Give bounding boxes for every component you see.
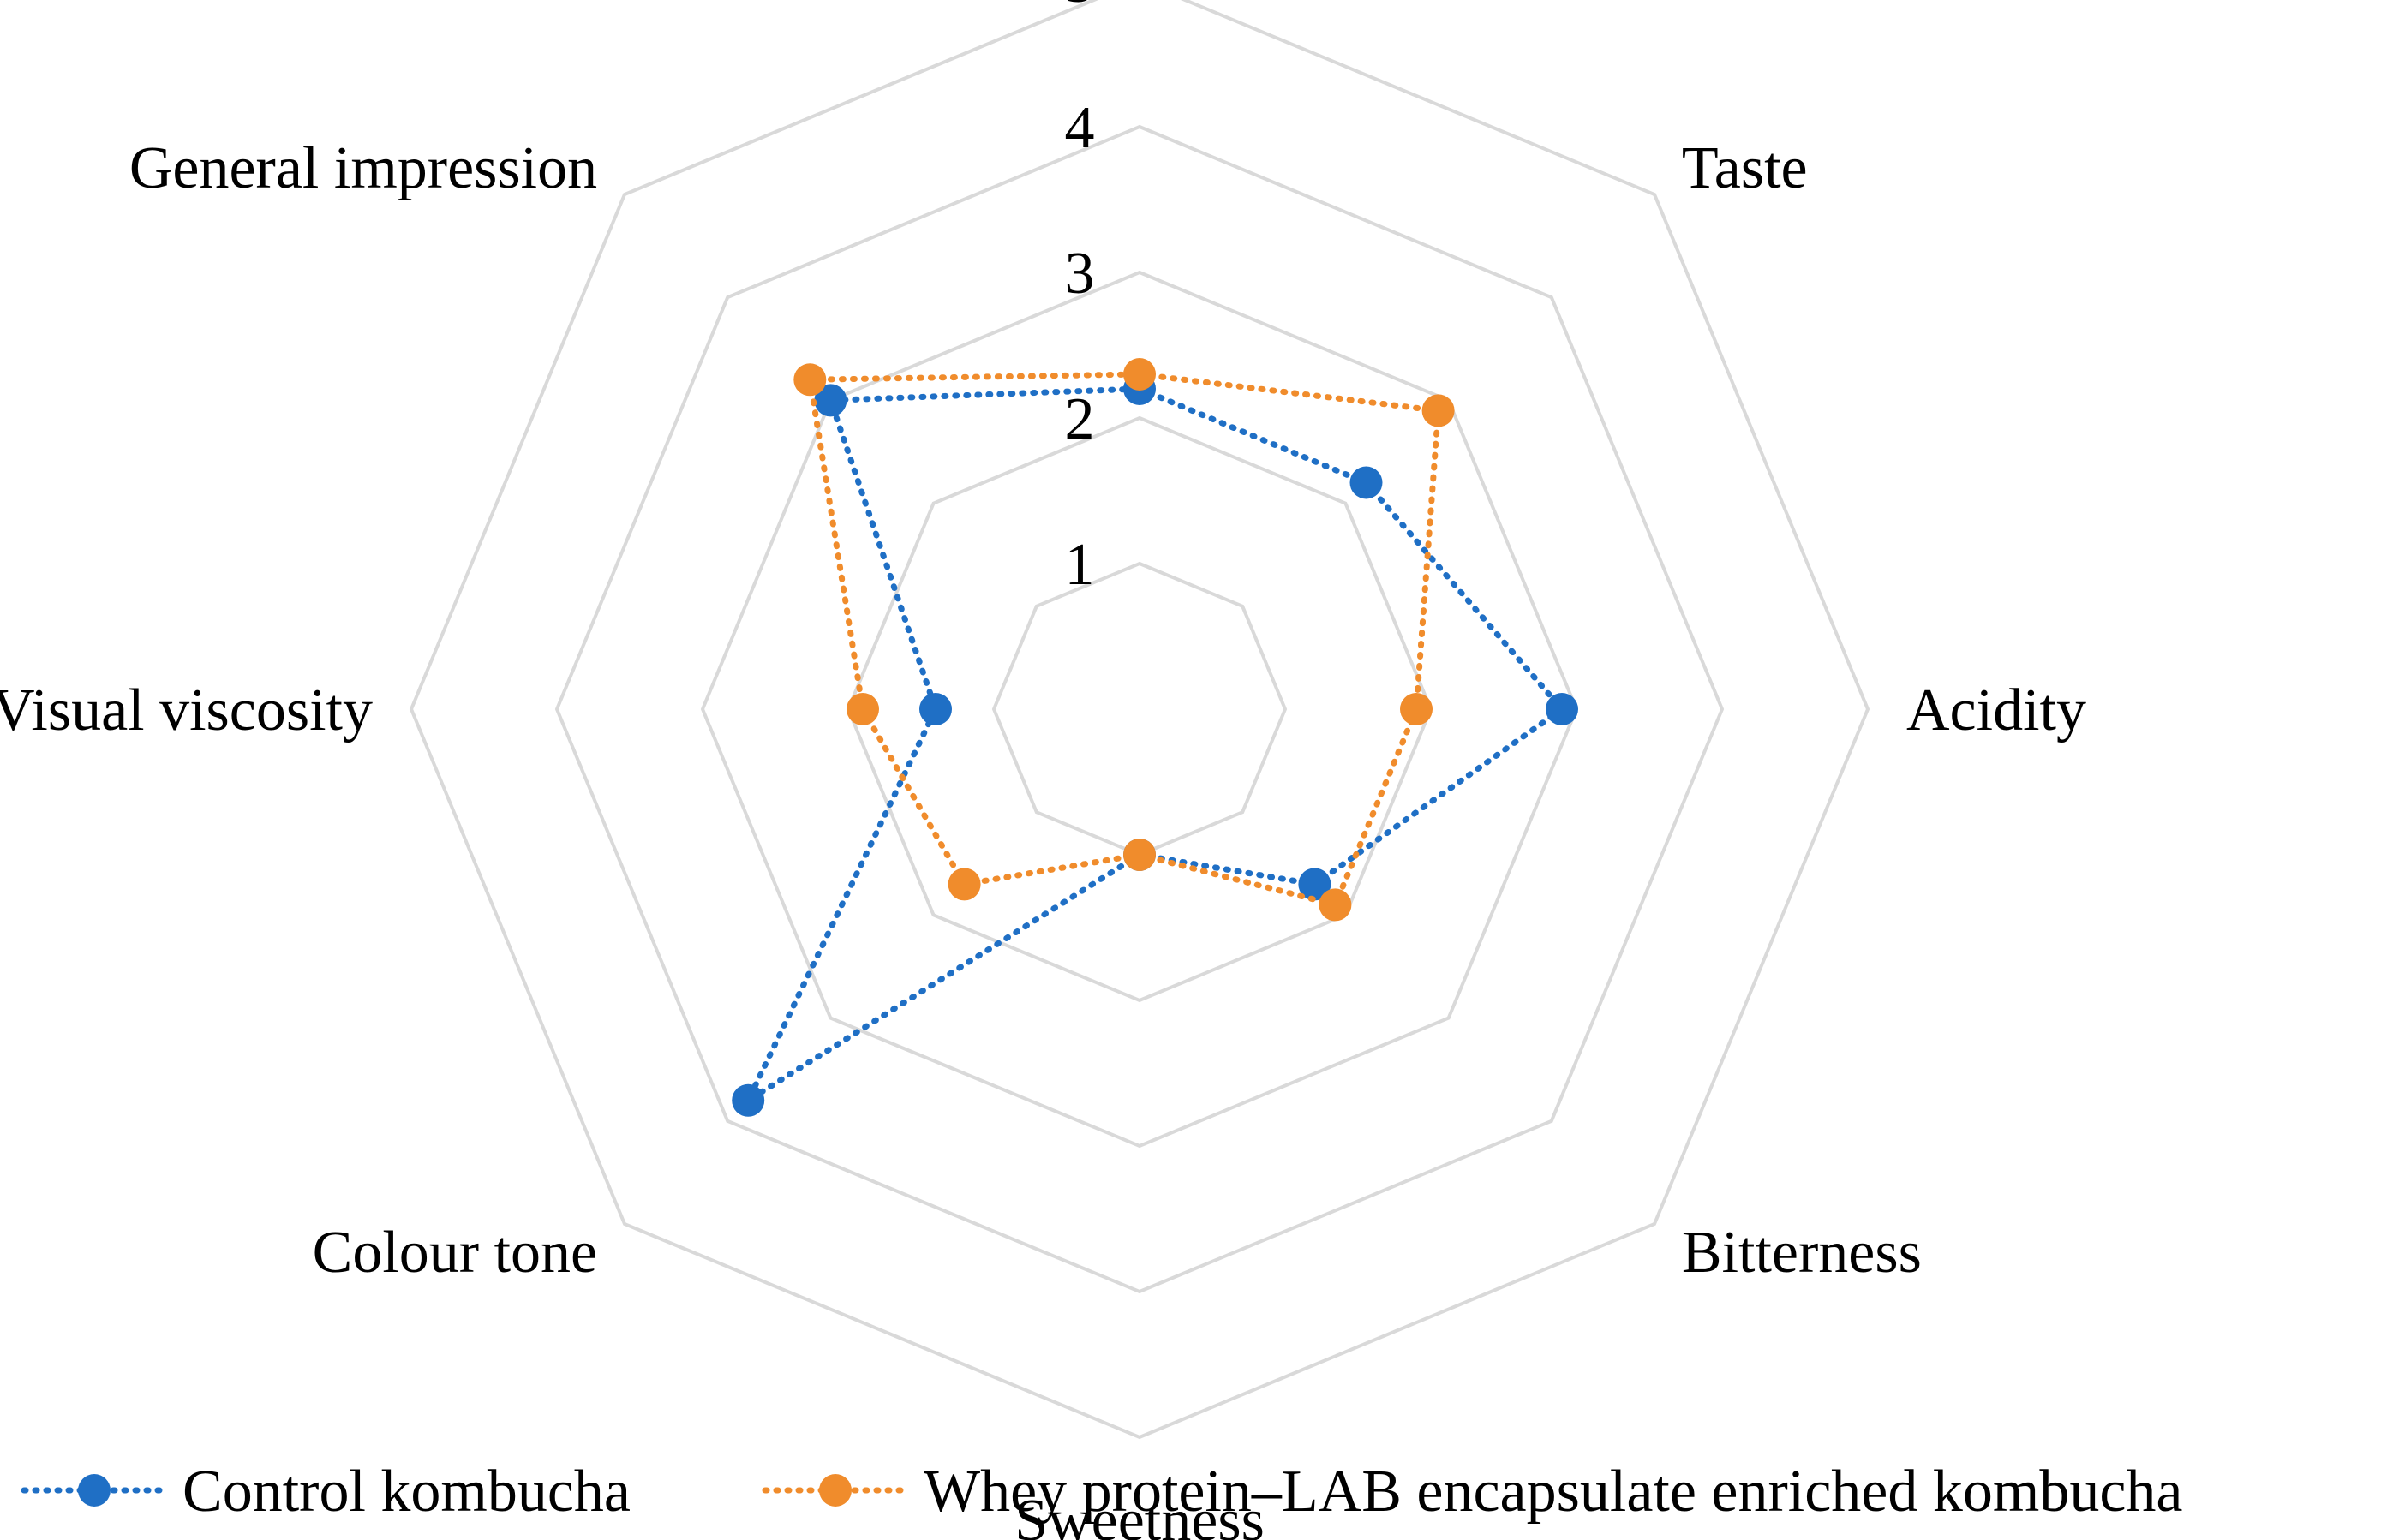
data-point-2-visual-viscosity <box>847 693 879 725</box>
data-point-1-colour-tone <box>732 1083 765 1117</box>
legend: Control kombucha Whey protein–LAB encapsu… <box>21 1459 2182 1525</box>
radial-tick-labels: 1 2 3 4 5 <box>1065 0 1095 598</box>
data-point-1-taste <box>1349 466 1383 499</box>
series-line-2 <box>806 371 1442 908</box>
data-point-2-bitterness <box>1319 888 1352 922</box>
legend-marker-1 <box>78 1474 111 1507</box>
legend-item-2: Whey protein–LAB encapsulate enriched ko… <box>762 1459 2182 1525</box>
series-whey-protein-lab-encapsulate-enriched-kombucha <box>793 358 1455 922</box>
grid-ring-4 <box>554 124 1725 1294</box>
tick-label-1: 1 <box>1065 532 1095 598</box>
axis-label-general-impression: General impression <box>129 135 597 201</box>
data-point-2-general-impression <box>793 363 827 397</box>
data-series <box>732 358 1578 1117</box>
data-point-1-acidity <box>1546 693 1578 725</box>
legend-item-1: Control kombucha <box>21 1459 631 1525</box>
radar-grid <box>409 0 1870 1440</box>
data-point-1-visual-viscosity <box>919 693 952 725</box>
legend-label-2: Whey protein–LAB encapsulate enriched ko… <box>924 1459 2182 1525</box>
axis-label-colour-tone: Colour tone <box>313 1220 597 1286</box>
series-control-kombucha <box>732 373 1578 1117</box>
tick-label-5: 5 <box>1065 0 1095 15</box>
axis-labels: OdourTasteAcidityBitternessSweetnessColo… <box>0 135 2086 1540</box>
data-point-2-sweetness <box>1123 839 1156 871</box>
axis-label-taste: Taste <box>1682 135 1808 201</box>
tick-label-3: 3 <box>1065 241 1095 307</box>
data-point-2-odour <box>1123 358 1156 391</box>
legend-marker-2 <box>819 1474 852 1507</box>
data-point-2-taste <box>1421 394 1455 427</box>
data-point-1-bitterness <box>1298 868 1331 901</box>
data-point-1-general-impression <box>814 384 847 417</box>
grid-ring-2 <box>846 415 1433 1003</box>
axis-label-acidity: Acidity <box>1906 677 2086 743</box>
data-point-2-colour-tone <box>948 868 981 901</box>
legend-label-1: Control kombucha <box>182 1459 631 1525</box>
grid-ring-5 <box>409 0 1870 1440</box>
axis-label-bitterness: Bitterness <box>1682 1220 1922 1286</box>
axis-label-sweetness: Sweetness <box>1014 1488 1265 1540</box>
grid-ring-3 <box>700 270 1579 1149</box>
grid-ring-1 <box>991 561 1288 857</box>
tick-label-4: 4 <box>1065 95 1095 161</box>
data-point-2-acidity <box>1400 693 1433 725</box>
axis-label-visual-viscosity: Visual viscosity <box>0 677 373 743</box>
tick-label-2: 2 <box>1065 386 1095 452</box>
